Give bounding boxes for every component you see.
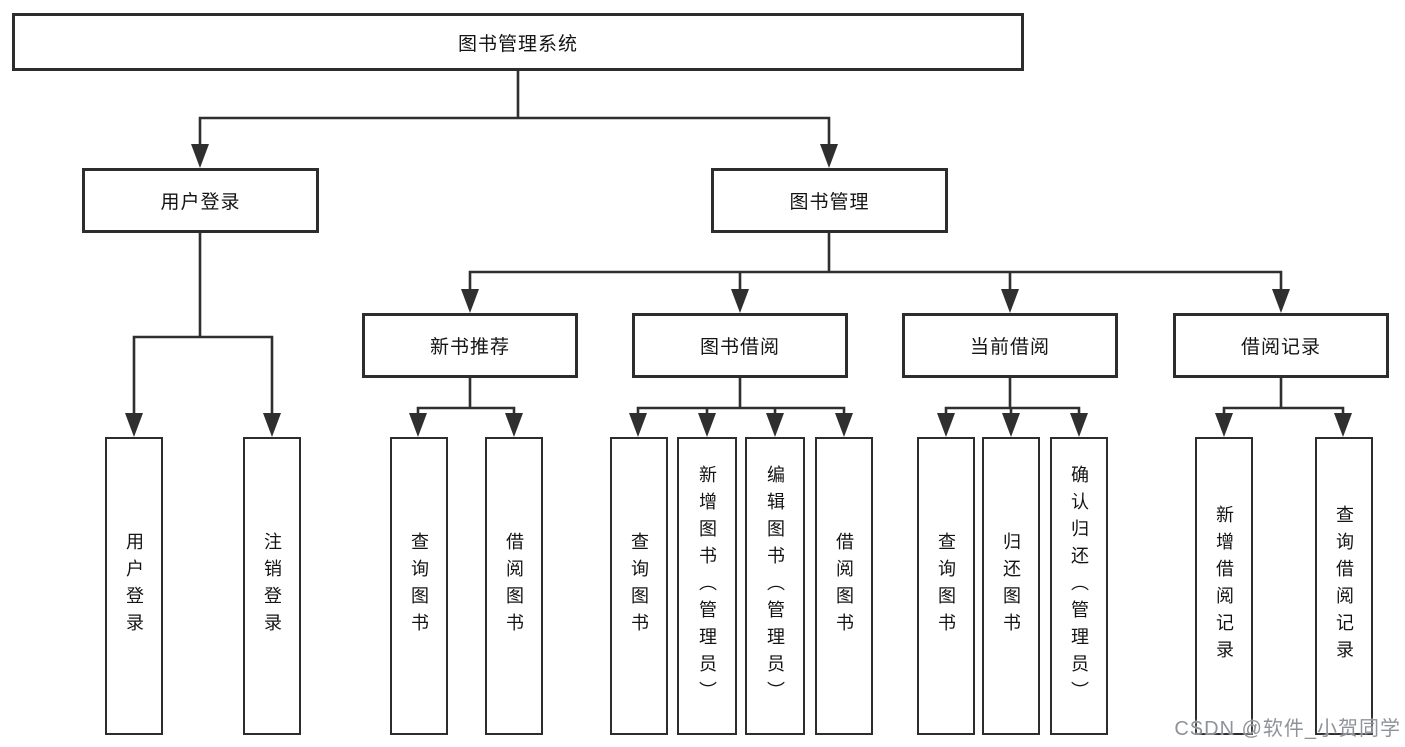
node-module-book-borrow-label: 图书借阅 [699,337,780,358]
leaf-query-books-current: 查询图书 [917,437,975,735]
edge-bookmgmt-to-modules [468,231,1283,291]
node-module-current-borrow-label: 当前借阅 [969,337,1050,358]
leaf-confirm-return-admin: 确认归还（管理员） [1050,437,1108,735]
leaf-add-books-admin: 新增图书（管理员） [677,437,737,735]
node-root-system: 图书管理系统 [12,13,1024,71]
leaf-add-borrow-record: 新增借阅记录 [1195,437,1253,735]
edge-newbook-to-leaves [416,376,516,415]
leaf-logout-label: 注销登录 [262,532,282,640]
leaf-query-books-current-label: 查询图书 [936,532,956,640]
edge-borrow-to-leaves [636,376,846,415]
leaf-edit-books-admin-label: 编辑图书（管理员） [765,464,785,708]
leaf-return-books: 归还图书 [982,437,1040,735]
node-branch-book-management: 图书管理 [711,168,948,233]
leaf-user-login-label: 用户登录 [124,532,144,640]
leaf-logout: 注销登录 [243,437,301,735]
node-module-current-borrow: 当前借阅 [902,313,1118,378]
edge-current-to-leaves [944,376,1081,415]
leaf-query-books-borrow: 查询图书 [610,437,668,735]
leaf-borrow-books: 借阅图书 [815,437,873,735]
node-module-new-book-recommend: 新书推荐 [362,313,578,378]
leaf-add-borrow-record-label: 新增借阅记录 [1214,505,1234,667]
node-module-borrow-records-label: 借阅记录 [1240,337,1321,358]
leaf-add-books-admin-label: 新增图书（管理员） [697,464,717,708]
leaf-query-books-borrow-label: 查询图书 [629,532,649,640]
arrowheads [125,144,1352,437]
leaf-user-login: 用户登录 [105,437,163,735]
node-branch-user-login: 用户登录 [82,168,319,233]
node-root-label: 图书管理系统 [457,33,578,55]
node-module-new-book-recommend-label: 新书推荐 [429,337,510,358]
edge-userlogin-to-leaves [132,231,274,415]
edge-root-to-branches [198,68,831,146]
node-branch-user-login-label: 用户登录 [160,192,241,213]
leaf-borrow-books-label: 借阅图书 [834,532,854,640]
leaf-query-books-recommend-label: 查询图书 [409,532,429,640]
node-branch-book-management-label: 图书管理 [789,192,870,213]
csdn-watermark: CSDN @软件_小贺同学 [1174,718,1401,740]
edge-records-to-leaves [1222,376,1345,415]
leaf-query-books-recommend: 查询图书 [390,437,448,735]
leaf-borrow-books-recommend-label: 借阅图书 [504,532,524,640]
leaf-confirm-return-admin-label: 确认归还（管理员） [1069,464,1089,708]
leaf-query-borrow-record: 查询借阅记录 [1315,437,1373,735]
leaf-return-books-label: 归还图书 [1001,532,1021,640]
leaf-edit-books-admin: 编辑图书（管理员） [745,437,805,735]
node-module-borrow-records: 借阅记录 [1173,313,1389,378]
leaf-borrow-books-recommend: 借阅图书 [485,437,543,735]
node-module-book-borrow: 图书借阅 [632,313,848,378]
leaf-query-borrow-record-label: 查询借阅记录 [1334,505,1354,667]
